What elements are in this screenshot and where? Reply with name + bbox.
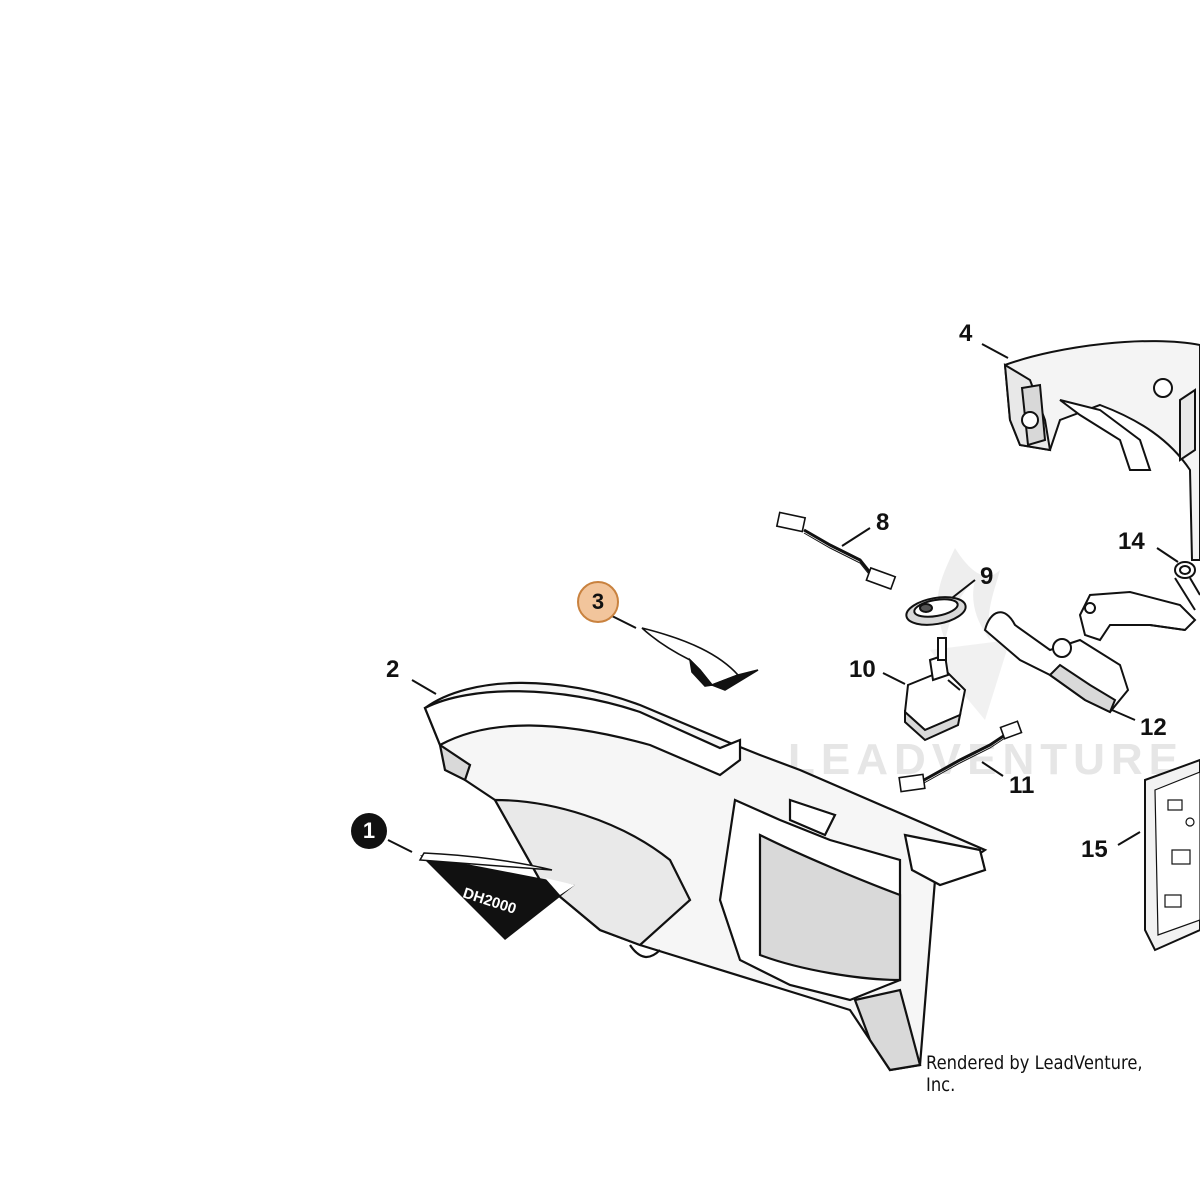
part-4-upper-housing: [1003, 340, 1200, 561]
part-12-trigger: [983, 611, 1130, 714]
callout-15[interactable]: 15: [1081, 836, 1108, 863]
callout-4[interactable]: 4: [959, 320, 973, 347]
callout-12[interactable]: 12: [1140, 714, 1167, 741]
part-3-decal: [641, 627, 759, 691]
callout-1-badge[interactable]: 1: [351, 813, 387, 849]
part-9-grommet: [905, 596, 967, 626]
render-credit: Rendered by LeadVenture, Inc.: [926, 1052, 1143, 1096]
part-8-wire-harness: [775, 511, 897, 591]
part-1-decal: [418, 852, 575, 940]
watermark-logo: [930, 548, 1010, 720]
lever-part: [1078, 590, 1197, 642]
callout-10[interactable]: 10: [849, 656, 876, 683]
part-15-control-board: [1144, 758, 1200, 952]
callout-14[interactable]: 14: [1118, 528, 1145, 555]
callout-8[interactable]: 8: [876, 509, 890, 536]
leader-lines: [387, 343, 1179, 853]
callout-11[interactable]: 11: [1009, 772, 1035, 799]
callout-2[interactable]: 2: [386, 656, 400, 683]
watermark: LEADVENTURE: [788, 735, 1185, 784]
part-14-spring: [1174, 561, 1200, 611]
part-2-lower-housing: [423, 681, 988, 1072]
part-11-wire-lead: [898, 720, 1023, 793]
callout-3-highlighted[interactable]: 3: [577, 581, 619, 623]
part-10-switch: [903, 637, 967, 742]
callout-9[interactable]: 9: [980, 563, 994, 590]
